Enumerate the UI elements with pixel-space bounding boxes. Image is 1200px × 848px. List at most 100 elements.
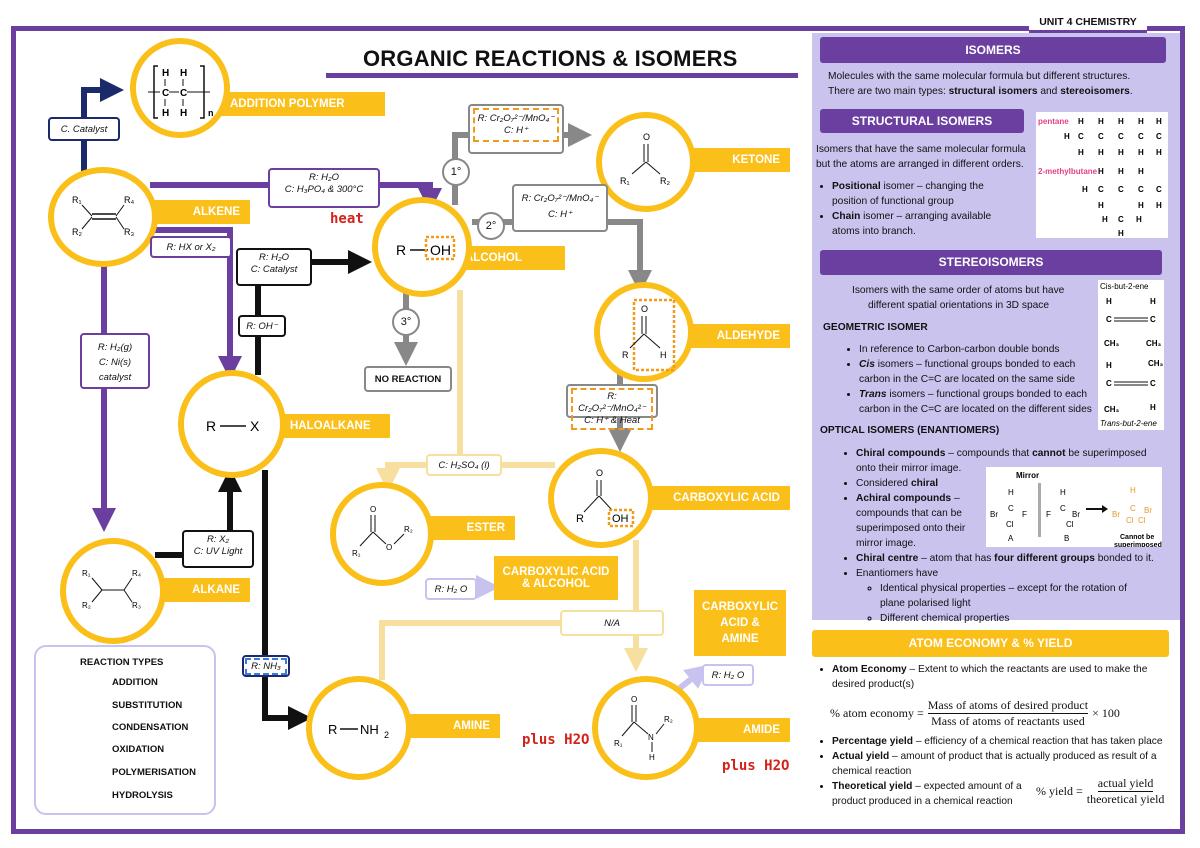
h2so4-box: C: H₂SO₄ (l) [426,454,502,476]
ester-label: ESTER [425,516,515,540]
uv-substitution-box: R: X₂ C: UV Light [182,530,254,568]
svg-text:H: H [1138,201,1144,210]
svg-text:R₃: R₃ [124,227,134,237]
svg-text:N: N [648,733,654,742]
optical-isomers-title: OPTICAL ISOMERS (ENANTIOMERS) [820,425,1000,436]
svg-text:H: H [1150,297,1156,306]
uv-substitution-condition: C: UV Light [193,546,243,557]
svg-text:H: H [1082,185,1088,194]
addition-polymer-node: H H C C H H n [130,38,230,138]
svg-text:C: C [1150,315,1156,324]
svg-text:R₁: R₁ [614,739,623,748]
svg-text:R₂: R₂ [404,525,413,534]
acid-alcohol-line1: CARBOXYLIC ACID [502,566,610,578]
arrow-haloalkane-amine [262,470,312,730]
h2o-catalyst-reagent: R: H₂O [258,252,289,263]
svg-text:C: C [1156,132,1162,141]
positional-isomer-item: Positional isomer – changing theposition… [832,179,1030,209]
structural-isomers-text: Isomers that have the same molecular for… [816,142,1030,239]
hydrogenation-condition: C: Ni(s) [98,357,132,368]
svg-text:H: H [1156,117,1162,126]
svg-text:H: H [1098,117,1104,126]
polymer-structure: H H C C H H n [148,65,214,119]
svg-text:H: H [1098,148,1104,157]
unit-tag: UNIT 4 CHEMISTRY [1029,14,1147,33]
svg-text:O: O [643,132,650,142]
svg-text:C: C [180,88,187,99]
svg-text:H: H [1150,403,1156,412]
svg-text:H: H [660,350,667,360]
arrow-alkene-haloalkane [150,227,242,380]
svg-text:pentane: pentane [1038,117,1069,126]
h2o-catalyst-condition: C: Catalyst [250,264,298,275]
oxidation-2-reagent: R: Cr₂O₇²⁻/MnO₄⁻ [521,193,599,204]
geometric-isomer-title: GEOMETRIC ISOMER [823,322,928,333]
svg-text:Trans-but-2-ene: Trans-but-2-ene [1100,419,1157,428]
svg-text:H: H [1118,117,1124,126]
svg-text:H: H [1156,148,1162,157]
svg-text:Br: Br [1072,510,1080,519]
heat-note: heat [330,211,364,227]
svg-text:H: H [1138,167,1144,176]
geometric-isomer-list: In reference to Carbon-carbon double bon… [843,342,1099,417]
svg-text:H: H [1106,361,1112,370]
oh-minus-box: R: OH⁻ [238,315,286,337]
svg-text:C: C [1106,315,1112,324]
isomers-intro: Molecules with the same molecular formul… [828,69,1168,99]
svg-text:H: H [162,68,169,79]
svg-text:2: 2 [384,730,389,740]
acid-alcohol-line2: & ALCOHOL [522,578,590,590]
oxidation-3-reagent: R: Cr₂O₇²⁻/MnO₄²⁻ [578,391,646,414]
svg-text:O: O [386,543,392,552]
svg-text:Cannot be: Cannot be [1120,534,1154,541]
svg-text:CH₃: CH₃ [1104,339,1120,348]
catalyst-box: C. Catalyst [48,117,120,141]
svg-text:CH₃: CH₃ [1146,339,1162,348]
yield-text: Percentage yield – efficiency of a chemi… [816,734,1172,809]
svg-text:H: H [1106,297,1112,306]
svg-text:Br: Br [1144,506,1152,515]
svg-text:H: H [1064,132,1070,141]
isomers-header: ISOMERS [820,37,1166,63]
svg-text:C: C [1118,215,1124,224]
svg-text:C: C [1098,185,1104,194]
chain-isomer-item: Chain isomer – arranging availableatoms … [832,209,1030,239]
svg-text:H: H [1060,488,1066,497]
oxidation-1-reagent: R: Cr₂O₇²⁻/MnO₄⁻ [477,113,555,124]
addition-polymer-label: ADDITION POLYMER [220,92,385,116]
carboxylic-acid-structure: O R OH [576,468,635,528]
svg-text:A: A [1008,534,1014,543]
svg-text:H: H [1098,167,1104,176]
svg-text:O: O [596,468,603,478]
svg-text:H: H [180,108,187,119]
stereoisomers-text: Isomers with the same order of atoms but… [852,285,1065,311]
svg-text:NH: NH [360,722,379,737]
svg-text:Cis-but-2-ene: Cis-but-2-ene [1100,282,1149,291]
amine-label: AMINE [400,714,500,738]
svg-text:OH: OH [430,242,451,258]
svg-text:OH: OH [612,513,629,525]
amine-structure: R NH 2 [328,722,389,740]
optical-isomers-list: Chiral compounds – compounds that cannot… [840,446,1170,626]
svg-text:R₁: R₁ [72,195,82,205]
svg-text:R: R [396,242,406,258]
svg-text:Cl: Cl [1066,520,1074,529]
arrow-condensation-amine [379,620,636,680]
oxidation-3-condition: C: H⁺ & Heat [584,415,640,426]
acid-amine-line1: CARBOXYLIC [701,601,779,613]
haloalkane-node: R X [178,370,286,478]
svg-text:CH₃: CH₃ [1104,405,1120,414]
svg-text:H: H [1078,148,1084,157]
alkene-label: ALKENE [150,200,250,224]
svg-text:C: C [1130,504,1136,513]
svg-text:X: X [250,418,260,434]
svg-text:Cl: Cl [1006,520,1014,529]
svg-text:2-methylbutane: 2-methylbutane [1038,167,1098,176]
